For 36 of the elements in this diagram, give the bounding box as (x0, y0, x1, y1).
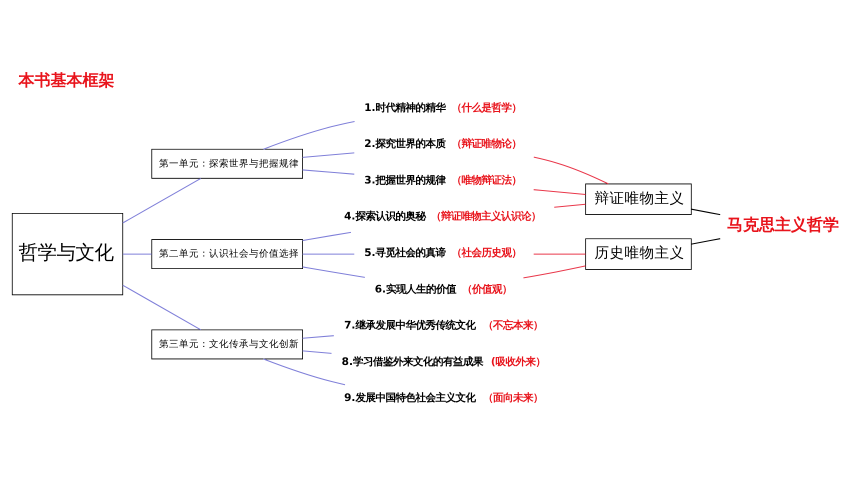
node-text: 马克思主义哲学 (726, 214, 839, 234)
node-text: 1.时代精神的精华 （什么是哲学） (364, 102, 522, 114)
connector (122, 284, 202, 330)
connector (691, 238, 720, 245)
connector (534, 254, 586, 255)
diagram-title: 本书基本框架 (18, 70, 115, 90)
node-text: 9.发展中国特色社会主义文化 （面向未来） (344, 392, 543, 404)
connector (122, 254, 152, 255)
node-box: 历史唯物主义 (585, 238, 692, 270)
connector (554, 204, 586, 208)
node-text: 7.继承发展中华优秀传统文化 （不忘本来） (344, 320, 543, 332)
node-text: 5.寻觅社会的真谛 （社会历史观） (364, 247, 522, 260)
connector (302, 350, 332, 354)
connector (302, 169, 354, 175)
connector (302, 254, 354, 255)
connector (302, 335, 334, 339)
connector (263, 120, 355, 150)
node-text: 2.探究世界的本质 （辩证唯物论） (364, 138, 522, 150)
node-text: 6.实现人生的价值 （价值观） (374, 283, 512, 296)
node-box: 辩证唯物主义 (585, 184, 692, 215)
connector (122, 178, 202, 224)
connector (263, 358, 346, 386)
node-text: 8.学习借鉴外来文化的有益成果 (吸收外来） (342, 356, 546, 368)
node-box: 第一单元：探索世界与把握规律 (151, 148, 303, 179)
node-box: 第二单元：认识社会与价值选择 (151, 239, 303, 270)
connector (302, 266, 365, 278)
connector (691, 208, 720, 216)
node-box: 第三单元：文化传承与文化创新 (151, 330, 303, 360)
connector (302, 152, 354, 158)
connector (523, 265, 586, 278)
connector (302, 232, 352, 242)
node-box: 哲学与文化 (12, 212, 124, 296)
connector (534, 156, 609, 184)
connector (534, 189, 586, 195)
node-text: 4.探索认识的奥秘 （辩证唯物主义认识论） (344, 210, 542, 223)
node-text: 3.把握世界的规律 （唯物辩证法） (364, 174, 522, 186)
